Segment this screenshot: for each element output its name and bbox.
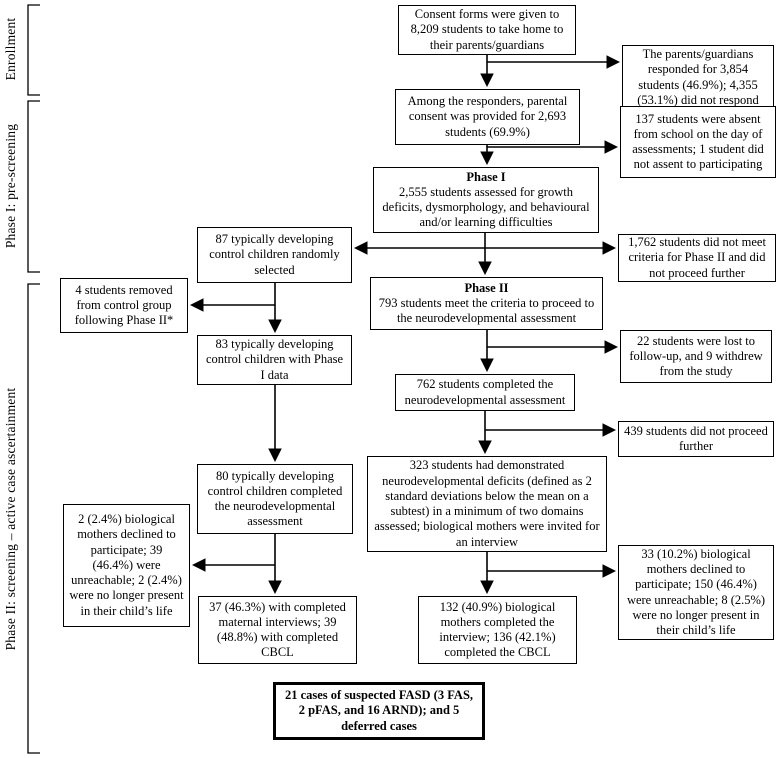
box-phase1-text: 2,555 students assessed for growth defic… [382, 184, 590, 230]
box-interviews-132: 132 (40.9%) biological mothers completed… [418, 596, 577, 664]
box-result-fasd-cases: 21 cases of suspected FASD (3 FAS, 2 pFA… [273, 682, 485, 740]
box-deficits-323: 323 students had demonstrated neurodevel… [367, 456, 607, 552]
box-control-87: 87 typically developing control children… [197, 227, 352, 283]
box-responders-consent: Among the responders, parental consent w… [395, 89, 580, 145]
box-phase2: Phase II 793 students meet the criteria … [370, 277, 603, 330]
box-declined-2: 2 (2.4%) biological mothers declined to … [63, 504, 190, 627]
box-students-absent: 137 students were absent from school on … [620, 106, 776, 178]
box-phase2-title: Phase II [464, 280, 509, 295]
box-control-80: 80 typically developing control children… [197, 464, 353, 534]
box-interviews-37: 37 (46.3%) with completed maternal inter… [198, 596, 357, 664]
box-not-meet-criteria: 1,762 students did not meet criteria for… [618, 234, 776, 282]
box-completed-762: 762 students completed the neurodevelopm… [395, 374, 575, 411]
box-phase1-title: Phase I [466, 169, 506, 184]
phase-brackets [27, 4, 40, 754]
bracket-label-phase1: Phase I: pre-screening [3, 123, 18, 249]
box-phase1: Phase I 2,555 students assessed for grow… [373, 167, 599, 233]
box-lost-followup: 22 students were lost to follow-up, and … [620, 330, 772, 383]
box-no-proceed-439: 439 students did not proceed further [618, 421, 774, 457]
box-consent-forms: Consent forms were given to 8,209 studen… [398, 5, 576, 55]
box-removed-4: 4 students removed from control group fo… [60, 278, 188, 333]
box-phase2-text: 793 students meet the criteria to procee… [378, 295, 595, 326]
box-parents-responded: The parents/guardians responded for 3,85… [622, 45, 774, 110]
bracket-label-phase2: Phase II: screening – active case ascert… [3, 387, 18, 651]
bracket-label-enrollment: Enrollment [3, 17, 18, 81]
box-control-83: 83 typically developing control children… [197, 335, 352, 385]
box-declined-33: 33 (10.2%) biological mothers declined t… [618, 545, 774, 640]
